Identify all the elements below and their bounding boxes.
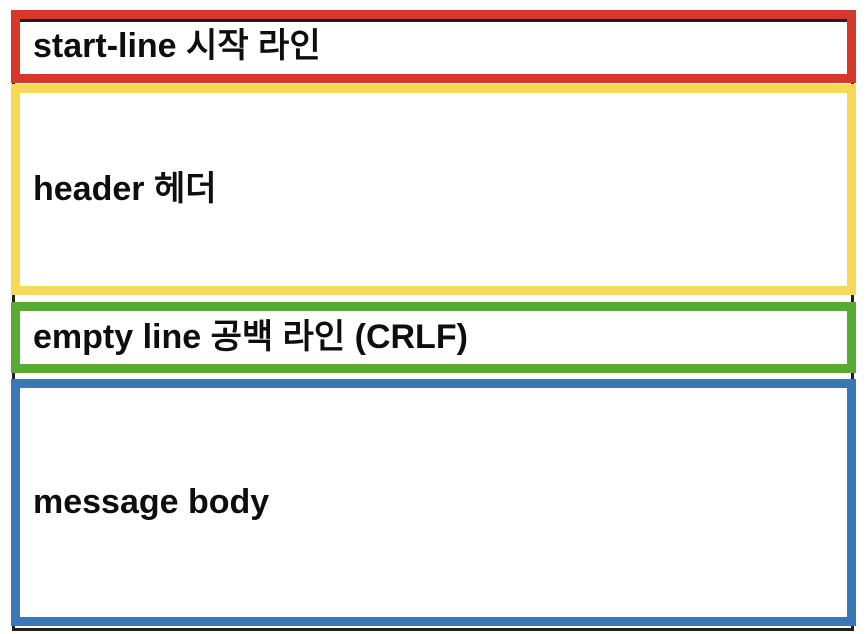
box-header-fill [20, 93, 847, 286]
box-empty-line-label: empty line 공백 라인 (CRLF) [33, 317, 468, 356]
box-message-body-fill [20, 388, 847, 617]
box-start-line-label: start-line 시작 라인 [33, 26, 321, 65]
box-empty-line-fill [20, 311, 847, 364]
box-start-line: start-line 시작 라인 [11, 10, 856, 83]
box-empty-line: empty line 공백 라인 (CRLF) [11, 302, 856, 373]
box-message-body-label: message body [33, 482, 270, 521]
box-header-label: header 헤더 [33, 169, 217, 208]
box-message-body: message body [11, 379, 856, 626]
box-header: header 헤더 [11, 84, 856, 295]
